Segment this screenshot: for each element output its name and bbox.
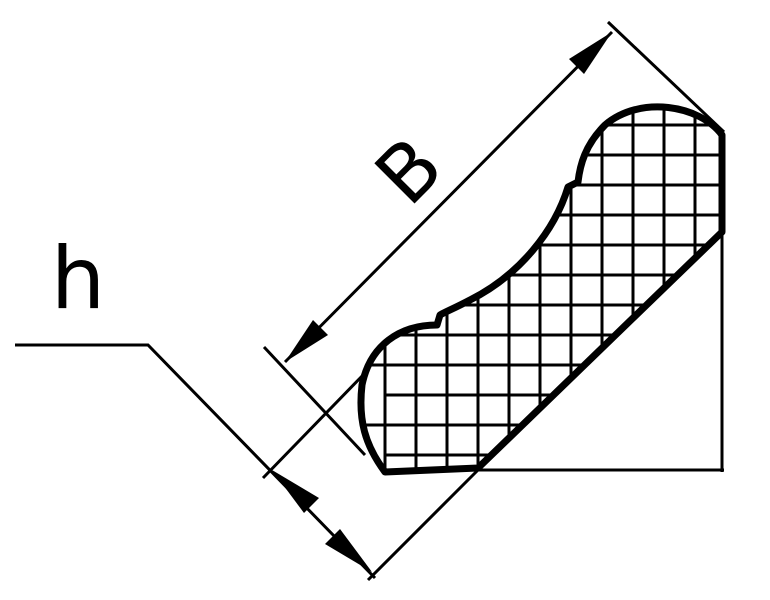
arrow-h-lower [325, 529, 372, 572]
leader-line-h [15, 343, 377, 580]
dimension-line-b [283, 30, 614, 364]
arrow-b-upper [569, 32, 612, 74]
label-b: B [359, 121, 460, 222]
extension-line-b-upper [606, 20, 726, 134]
label-h: h [51, 229, 106, 329]
extension-line-h-lower [366, 466, 482, 582]
profile-outline [357, 103, 726, 476]
extension-line-b-lower [262, 345, 367, 457]
arrow-b-lower [285, 320, 328, 362]
arrow-h-upper [272, 470, 319, 513]
extension-line-h-upper [261, 370, 368, 480]
